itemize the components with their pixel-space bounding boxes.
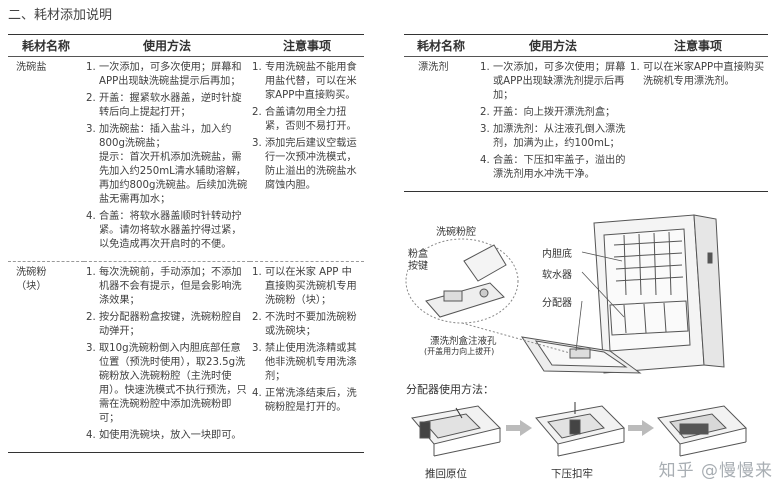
header-notes: 注意事项: [250, 34, 364, 57]
list-item: 1.一次添加，可多次使用；屏幕或APP出现缺漂洗剂提示后再加；: [480, 62, 626, 101]
method-cell: 1.每次洗碗前，手动添加；不添加机器不会有提示，但是会影响洗涤效果； 2.按分配…: [84, 261, 250, 453]
list-item: 3.取10g洗碗粉倒入内胆底部任意位置（预洗时使用），取23.5g洗碗粉放入洗碗…: [86, 343, 247, 424]
label-powder-cavity: 洗碗粉腔: [436, 223, 476, 238]
list-item: 2.开盖：握紧软水器盖，逆时针旋转后向上提起打开；: [86, 93, 242, 118]
header-notes: 注意事项: [628, 34, 768, 57]
table-header-row: 耗材名称 使用方法 注意事项: [8, 34, 364, 57]
list-item: 3.禁止使用洗涤精或其他非洗碗机专用洗涤剂；: [252, 343, 357, 382]
method-cell: 1.一次添加，可多次使用；屏幕和APP出现缺洗碗盐提示后再加； 2.开盖：握紧软…: [84, 56, 250, 262]
list-item: 1.一次添加，可多次使用；屏幕和APP出现缺洗碗盐提示后再加；: [86, 62, 242, 87]
consumable-name: 漂洗剂: [404, 56, 478, 192]
label-rinse-hole: 漂洗剂盒注液孔: [430, 333, 497, 347]
list-item: 1.专用洗碗盐不能用食用盐代替，可以在米家APP中直接购买。: [252, 62, 357, 101]
header-name: 耗材名称: [404, 34, 478, 57]
list-item: 2.合盖请勿用全力扭紧，否则不易打开。: [252, 107, 357, 132]
list-item: 2.按分配器粉盒按键，洗碗粉腔自动弹开；: [86, 312, 242, 337]
right-consumables-table: 耗材名称 使用方法 注意事项 漂洗剂 1.一次添加，可多次使用；屏幕或APP出现…: [404, 34, 768, 192]
notes-cell: 1.可以在米家 APP 中直接购买洗碗机专用洗碗粉（块）； 2.不洗时不要加洗碗…: [250, 261, 364, 453]
step-closed-figure: [657, 405, 747, 457]
label-softener: 软水器: [542, 266, 572, 281]
header-method: 使用方法: [84, 34, 250, 57]
list-item: 1.每次洗碗前，手动添加；不添加机器不会有提示，但是会影响洗涤效果；: [86, 267, 242, 306]
list-item: 1.可以在米家 APP 中直接购买洗碗机专用洗碗粉（块）；: [252, 267, 357, 306]
consumable-name: 洗碗粉 （块）: [8, 261, 84, 453]
label-dispenser: 分配器: [542, 294, 572, 309]
watermark: 知乎 @慢慢来: [658, 461, 773, 481]
table-row: 洗碗粉 （块） 1.每次洗碗前，手动添加；不添加机器不会有提示，但是会影响洗涤效…: [8, 261, 364, 453]
notes-cell: 1.可以在米家APP中直接购买洗碗机专用漂洗剂。: [628, 56, 768, 192]
arrow-right-icon: [506, 420, 532, 436]
table-row: 漂洗剂 1.一次添加，可多次使用；屏幕或APP出现缺漂洗剂提示后再加； 2.开盖…: [404, 56, 768, 192]
header-name: 耗材名称: [8, 34, 84, 57]
method-cell: 1.一次添加，可多次使用；屏幕或APP出现缺漂洗剂提示后再加； 2.开盖：向上拨…: [478, 56, 628, 192]
section-title: 二、耗材添加说明: [8, 8, 113, 23]
label-powder-button: 粉盒 按键: [408, 249, 428, 273]
step-press-down-figure: [535, 402, 625, 457]
step-caption-press-down: 下压扣牢: [551, 468, 593, 480]
consumable-name: 洗碗盐: [8, 56, 84, 262]
list-item: 1.可以在米家APP中直接购买洗碗机专用漂洗剂。: [630, 62, 765, 87]
dishwasher-illustration: 洗碗粉腔 粉盒 按键 漂洗剂盒注液孔 (开盖用力向上拔开) 内胆底 软水器 分配…: [404, 205, 774, 375]
step-caption-push-back: 推回原位: [425, 468, 467, 480]
table-row: 洗碗盐 1.一次添加，可多次使用；屏幕和APP出现缺洗碗盐提示后再加； 2.开盖…: [8, 56, 364, 262]
notes-cell: 1.专用洗碗盐不能用食用盐代替，可以在米家APP中直接购买。 2.合盖请勿用全力…: [250, 56, 364, 262]
tip-text: 提示：首次开机添加洗碗盐，需先加入约250mL清水辅助溶解，再加约800g洗碗盐…: [99, 152, 248, 205]
list-item: 3.添加完后建议空载运行一次预冲洗模式，防止溢出的洗碗盐水腐蚀内胆。: [252, 138, 357, 191]
list-item: 4.合盖：下压扣牢盖子，溢出的漂洗剂用水冲洗干净。: [480, 155, 626, 180]
dishwasher-drawing: [405, 214, 725, 374]
label-inner-bottom: 内胆底: [542, 245, 572, 260]
list-item: 4.如使用洗碗块，放入一块即可。: [86, 430, 242, 441]
usage-title: 分配器使用方法：: [406, 383, 494, 396]
list-item: 2.开盖：向上拨开漂洗剂盒；: [480, 107, 616, 118]
list-item: 4.合盖：将软水器盖顺时针转动拧紧。请勿将软水器盖拧得过紧，以免造成再次开启时的…: [86, 211, 242, 250]
list-item: 3.加洗碗盐：插入盐斗，加入约800g洗碗盐；提示：首次开机添加洗碗盐，需先加入…: [86, 124, 248, 205]
label-rinse-hole-note: (开盖用力向上拔开): [424, 346, 495, 357]
step-push-back-figure: [411, 405, 501, 457]
list-item: 4.正常洗涤结束后，洗碗粉腔是打开的。: [252, 388, 357, 413]
header-method: 使用方法: [478, 34, 628, 57]
list-item: 3.加漂洗剂：从注液孔倒入漂洗剂，加满为止，约100mL；: [480, 124, 626, 149]
list-item: 2.不洗时不要加洗碗粉或洗碗块；: [252, 312, 357, 337]
left-consumables-table: 耗材名称 使用方法 注意事项 洗碗盐 1.一次添加，可多次使用；屏幕和APP出现…: [8, 34, 364, 453]
table-header-row: 耗材名称 使用方法 注意事项: [404, 34, 768, 57]
arrow-right-icon: [628, 420, 654, 436]
